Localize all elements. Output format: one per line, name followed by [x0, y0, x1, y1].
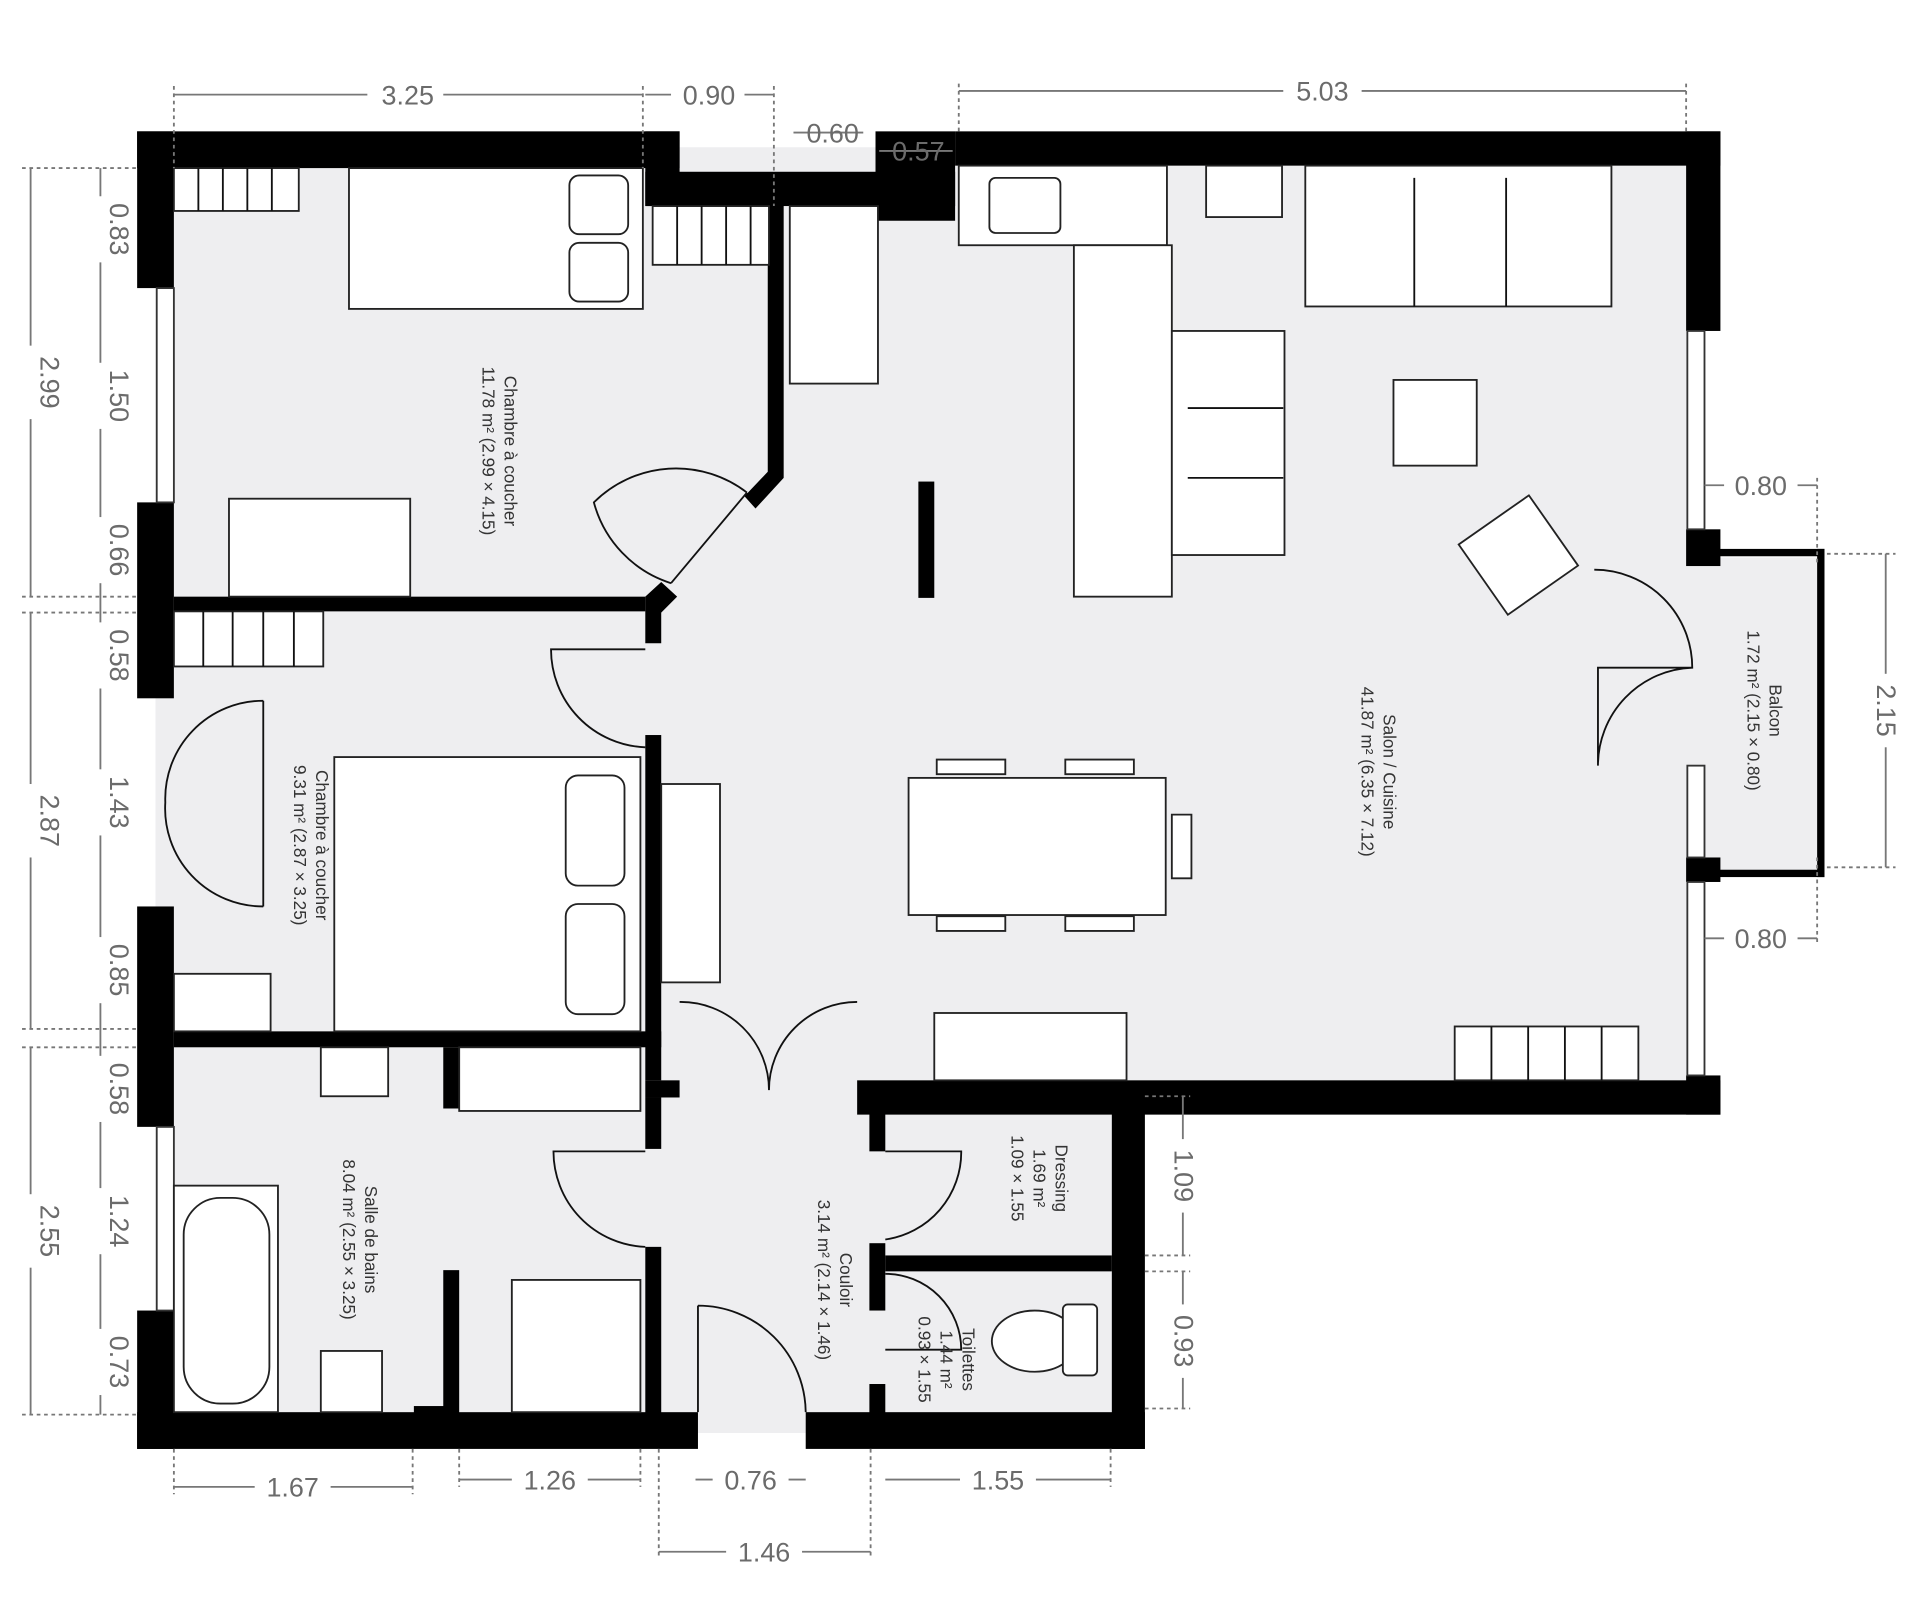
- room-label: Salle de bains8.04 m² (2.55 × 3.25): [339, 1159, 381, 1319]
- windows: [155, 287, 1706, 1312]
- room-label: Balcon1.72 m² (2.15 × 0.80): [1743, 630, 1785, 790]
- dim-label: 0.93: [1168, 1315, 1198, 1367]
- dining-table: [907, 776, 1167, 916]
- walls: [137, 131, 1825, 1449]
- dim-label: 5.03: [1296, 77, 1348, 107]
- room-label: Salon / Cuisine41.87 m² (6.35 × 7.12): [1358, 687, 1400, 857]
- dim-label: 2.55: [34, 1205, 64, 1257]
- dim-label: 1.24: [104, 1195, 134, 1247]
- dim-label: 0.80: [1735, 924, 1787, 954]
- room-label: Couloir3.14 m² (2.14 × 1.46): [814, 1200, 856, 1360]
- dim-label: 1.43: [104, 776, 134, 828]
- dim-label: 0.58: [104, 1063, 134, 1115]
- dim-label: 1.50: [104, 370, 134, 422]
- dim-label: 0.80: [1735, 471, 1787, 501]
- sofa: [1304, 164, 1613, 308]
- dim-label: 0.58: [104, 629, 134, 681]
- dim-label: 1.09: [1168, 1150, 1198, 1202]
- dim-label: 1.55: [972, 1465, 1024, 1495]
- room-label: Toilettes1.44 m²0.93 × 1.55: [914, 1316, 978, 1402]
- dim-label: 1.46: [738, 1538, 790, 1568]
- dim-label: 2.15: [1871, 684, 1901, 736]
- dim-label: 2.99: [34, 356, 64, 408]
- furniture: [172, 164, 1640, 1414]
- dim-label: 3.25: [382, 80, 434, 110]
- dim-label: 1.26: [524, 1465, 576, 1495]
- dim-label: 0.60: [806, 118, 858, 148]
- room-label: Chambre à coucher9.31 m² (2.87 × 3.25): [290, 765, 332, 925]
- dim-label: 0.66: [104, 524, 134, 576]
- dim-label: 2.87: [34, 795, 64, 847]
- dim-label: 0.85: [104, 944, 134, 996]
- dimension-labels: 3.25 0.90 0.60 0.57 5.03 2.99 2.87 2.55 …: [14, 76, 1905, 1568]
- dim-label: 0.73: [104, 1336, 134, 1388]
- dim-label: 0.90: [683, 80, 735, 110]
- dim-label: 0.57: [892, 137, 944, 167]
- dim-label: 0.83: [104, 203, 134, 255]
- dim-label: 1.67: [266, 1473, 318, 1503]
- dim-label: 0.76: [724, 1465, 776, 1495]
- room-label: Chambre à coucher11.78 m² (2.99 × 4.15): [478, 367, 520, 536]
- room-label: Dressing1.69 m²1.09 × 1.55: [1007, 1135, 1071, 1221]
- doors: [164, 467, 1694, 1413]
- sink: [319, 1350, 383, 1414]
- sofa: [1170, 330, 1286, 556]
